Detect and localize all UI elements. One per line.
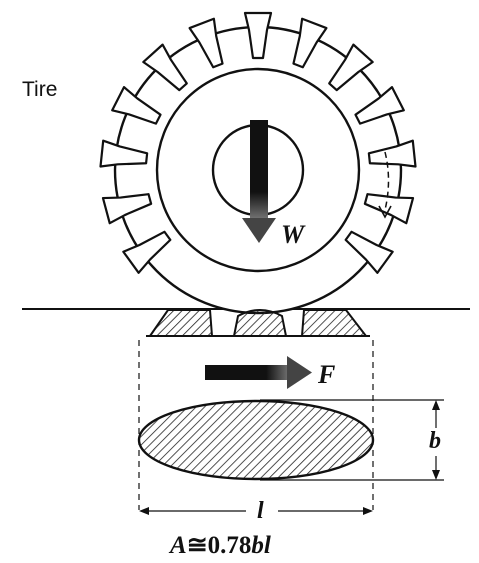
contact-patch-ellipse	[137, 399, 375, 481]
contact-tread	[146, 309, 370, 337]
tire-label: Tire	[22, 78, 58, 101]
arrow-right-icon	[205, 356, 312, 389]
weight-label: W	[281, 220, 305, 249]
formula-relation: ≅	[186, 532, 208, 559]
width-label: b	[428, 428, 442, 454]
tire-lugs	[99, 11, 417, 274]
formula-variables: bl	[251, 532, 271, 559]
arrow-down-icon	[242, 120, 276, 243]
dimension-b	[260, 399, 444, 481]
rotation-arrow-icon	[378, 151, 392, 219]
formula-coefficient: 0.78	[207, 532, 252, 559]
length-label: l	[255, 498, 266, 524]
dimension-l	[139, 507, 373, 515]
area-formula: A≅0.78bl	[170, 533, 271, 558]
formula-area-symbol: A	[170, 532, 187, 559]
force-label: F	[318, 360, 336, 389]
